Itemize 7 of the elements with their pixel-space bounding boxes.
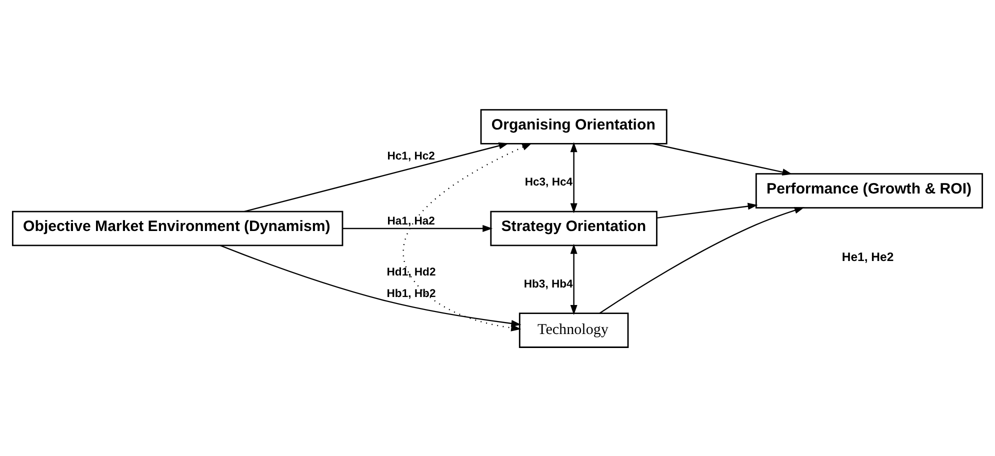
- edge-label: Hd1, Hd2: [386, 266, 436, 278]
- edge-label: Hc1, Hc2: [387, 150, 435, 162]
- label: He1, He2: [842, 249, 894, 264]
- edge-label: Hb3, Hb4: [524, 278, 573, 290]
- edge-label: Hc3, Hc4: [524, 176, 573, 188]
- edge-label: Hb1, Hb2: [386, 287, 436, 300]
- edge-label: Ha1, Ha2: [387, 214, 435, 227]
